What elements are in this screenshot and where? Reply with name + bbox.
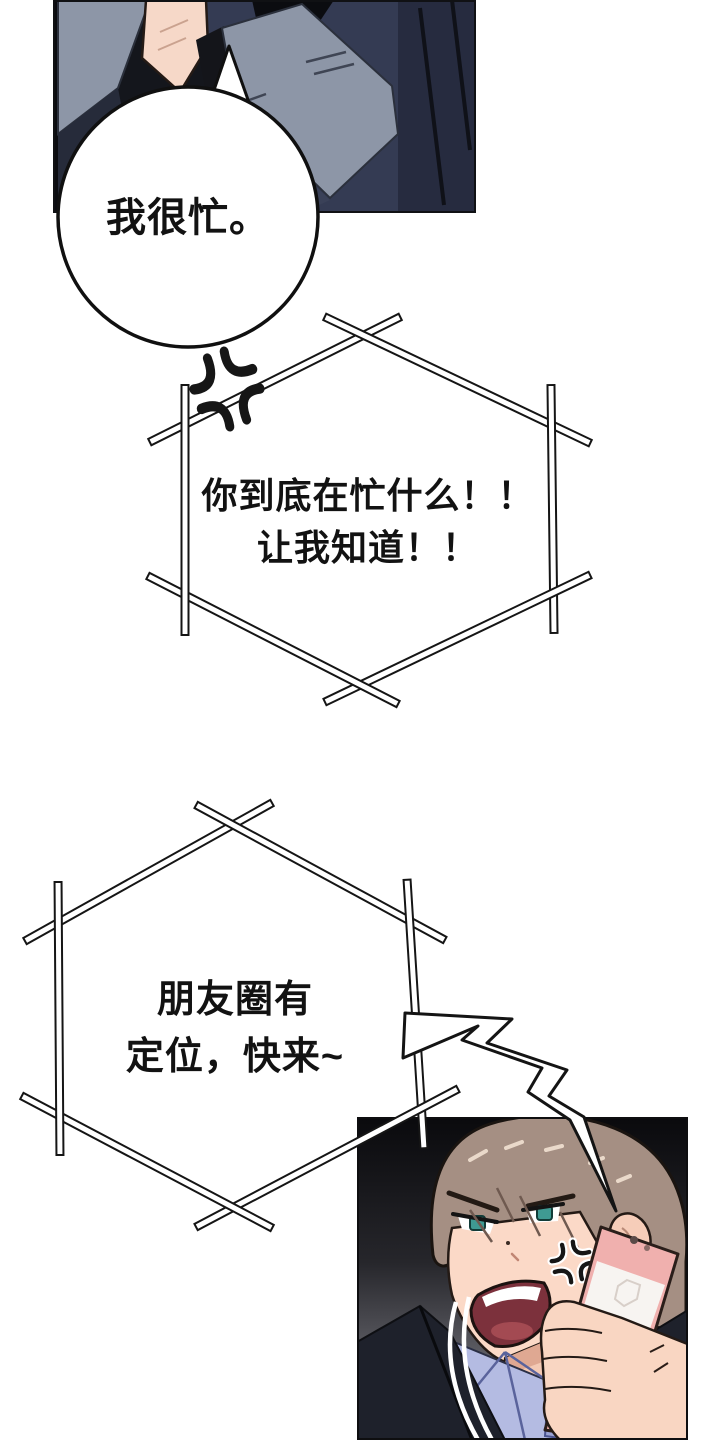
burst-bubble-1-text: 你到底在忙什么！！ 让我知道！！ <box>188 470 548 574</box>
burst1-stick <box>322 570 593 707</box>
speech-tail-zigzag <box>401 1011 618 1213</box>
finger-lines <box>542 1327 612 1392</box>
panel-bottom <box>357 1117 688 1440</box>
hair-highlights <box>468 1140 632 1183</box>
tongue <box>491 1322 533 1340</box>
hand-detail-lines <box>649 1344 669 1373</box>
hand-on-phone <box>539 1300 688 1440</box>
burst2-stick <box>193 1084 461 1232</box>
burst1-stick <box>180 384 190 636</box>
hair-strands <box>468 1187 580 1249</box>
burst1-stick <box>144 571 402 709</box>
teeth <box>482 1286 541 1307</box>
speech-line: 你到底在忙什么！！ <box>201 475 535 516</box>
burst2-stick <box>53 880 65 1157</box>
jacket-lapel-line <box>418 1305 474 1440</box>
speech-line: 让我知道！！ <box>256 527 479 568</box>
speech-bubble <box>56 44 320 349</box>
coat-fold-lines <box>418 0 472 206</box>
speech-line: 我很忙。 <box>106 196 270 240</box>
burst1-stick <box>321 312 594 448</box>
eyebrow-right <box>525 1193 576 1209</box>
burst-bubble-2-text: 朋友圈有 定位，快来~ <box>55 972 415 1086</box>
burst-bubble-1-frame <box>144 312 594 709</box>
eye-right-lid <box>521 1202 565 1212</box>
burst1-stick <box>546 383 559 635</box>
speech-line: 定位，快来~ <box>125 1036 345 1078</box>
speech-bubble-text: 我很忙。 <box>58 194 318 242</box>
burst2-stick <box>193 800 448 945</box>
burst1-stick <box>146 312 404 447</box>
nose-line <box>510 1252 520 1262</box>
motion-lines <box>447 1296 494 1440</box>
burst-bubble-2-frame <box>18 798 461 1233</box>
jacket-left <box>357 1304 507 1440</box>
hand-finger-lines <box>157 19 189 51</box>
phone-flash-dot <box>644 1245 650 1251</box>
eyebrow-left <box>446 1190 500 1213</box>
phone-logo-hexagon <box>613 1278 642 1308</box>
speech-line: 朋友圈有 <box>156 979 313 1021</box>
burst2-stick <box>18 1091 276 1233</box>
speech-bubble-circle <box>56 85 320 349</box>
burst2-stick <box>21 798 276 946</box>
anger-mark-icon <box>547 1237 597 1287</box>
face-mole <box>506 1241 510 1245</box>
phone-camera-dot <box>630 1236 638 1244</box>
hand <box>140 0 210 94</box>
anger-mark-icon <box>189 346 265 432</box>
